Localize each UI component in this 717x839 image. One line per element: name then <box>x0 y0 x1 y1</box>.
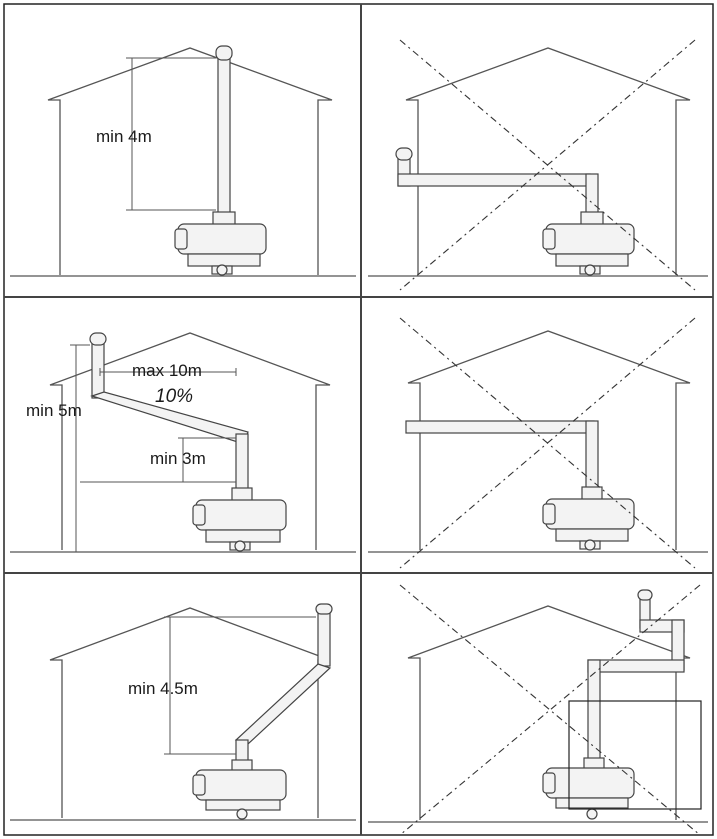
dimension-vertical <box>164 616 316 755</box>
diagram-frame <box>3 3 714 836</box>
dimension-vertical <box>126 57 216 211</box>
house-outline <box>405 47 691 275</box>
label-min-4m: min 4m <box>96 127 152 146</box>
label-min-4-5m: min 4.5m <box>128 679 198 698</box>
heater-unit <box>542 757 635 820</box>
heater-unit <box>192 487 287 552</box>
label-slope-10-percent: 10% <box>155 386 193 407</box>
flue-pipe <box>395 147 599 215</box>
chimney-pipe <box>215 45 233 215</box>
label-max-10m: max 10m <box>132 361 202 380</box>
chimney-pipe <box>234 603 333 763</box>
flue-pipe <box>587 589 685 761</box>
label-min-5m: min 5m <box>26 401 82 420</box>
house-outline <box>49 607 331 818</box>
house-outline <box>407 330 691 550</box>
heater-unit <box>174 211 267 276</box>
panel-chimney-below-roof <box>368 584 708 836</box>
house-outline <box>47 47 333 275</box>
cross-out-mark <box>399 584 701 836</box>
dimension-lines <box>70 344 237 552</box>
highlight-box <box>568 700 702 810</box>
heater-unit <box>542 486 635 551</box>
cross-out-mark <box>399 39 696 291</box>
heater-unit <box>192 759 287 820</box>
cross-out-mark <box>399 317 696 569</box>
panel-horizontal-wall-exit <box>368 317 708 569</box>
panel-vertical-chimney: min 4m <box>10 45 356 277</box>
flue-pipe <box>405 420 599 490</box>
label-min-3m: min 3m <box>150 449 206 468</box>
panel-angled-roof-chimney: min 4.5m <box>10 603 356 821</box>
house-outline <box>49 332 331 550</box>
heater-unit <box>542 211 635 276</box>
panel-horizontal-flue <box>368 39 708 291</box>
panel-sloped-flue: max 10m 10% min 5m min 3m <box>10 332 356 553</box>
flue-pipe <box>89 332 249 491</box>
